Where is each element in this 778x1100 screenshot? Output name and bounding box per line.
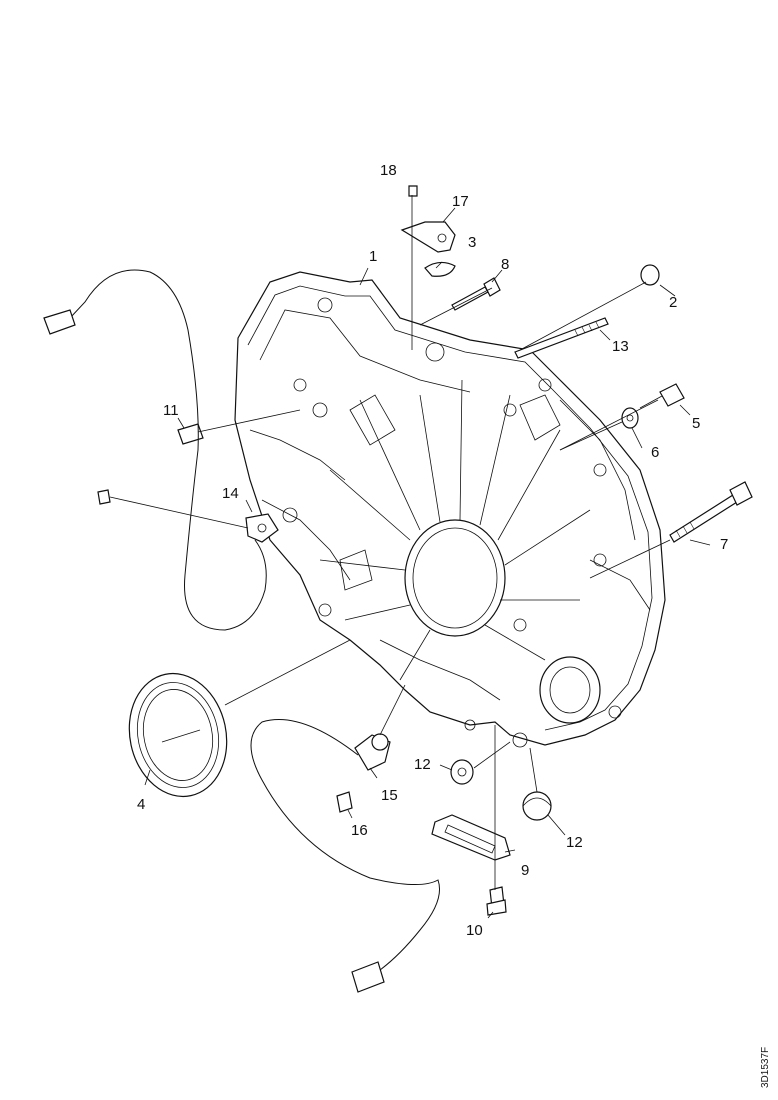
bolt-part-18 — [408, 185, 418, 197]
callout-13: 13 — [612, 338, 629, 355]
callout-18: 18 — [380, 162, 397, 179]
clip-part-3 — [424, 261, 456, 277]
callout-10: 10 — [466, 922, 483, 939]
callout-1: 1 — [369, 248, 377, 265]
long-bolt-part-7 — [669, 481, 753, 543]
callout-14: 14 — [222, 485, 239, 502]
flywheel-housing — [234, 271, 666, 748]
callout-3: 3 — [468, 234, 476, 251]
callout-2: 2 — [669, 294, 677, 311]
screw-part-10 — [486, 886, 507, 916]
callout-6: 6 — [651, 444, 659, 461]
callout-7: 7 — [720, 536, 728, 553]
bolt-part-5 — [639, 383, 685, 409]
callout-9: 9 — [521, 862, 529, 879]
assembly-lines — [109, 195, 711, 919]
plug-part-12-left — [450, 759, 474, 785]
screw-part-16 — [336, 791, 353, 813]
callout-5: 5 — [692, 415, 700, 432]
callout-11: 11 — [163, 402, 179, 419]
callout-8: 8 — [501, 256, 509, 273]
callout-4: 4 — [137, 796, 145, 813]
callout-15: 15 — [381, 787, 398, 804]
seal-ring-part-4 — [128, 672, 228, 798]
callout-12-right: 12 — [566, 834, 583, 851]
callout-12-left: 12 — [414, 756, 431, 773]
gasket-part-9 — [431, 814, 511, 861]
reference-code: 3D1537F — [760, 1047, 771, 1088]
callout-17: 17 — [452, 193, 469, 210]
sensor-part-14 — [43, 269, 279, 631]
dowel-part-11 — [177, 423, 204, 445]
callout-16: 16 — [351, 822, 368, 839]
plug-part-2 — [640, 264, 660, 286]
sensor-part-15 — [250, 719, 440, 993]
stud-part-13 — [514, 317, 609, 359]
cover-plate-part-17 — [400, 221, 456, 253]
plug-part-12-right — [522, 791, 552, 821]
